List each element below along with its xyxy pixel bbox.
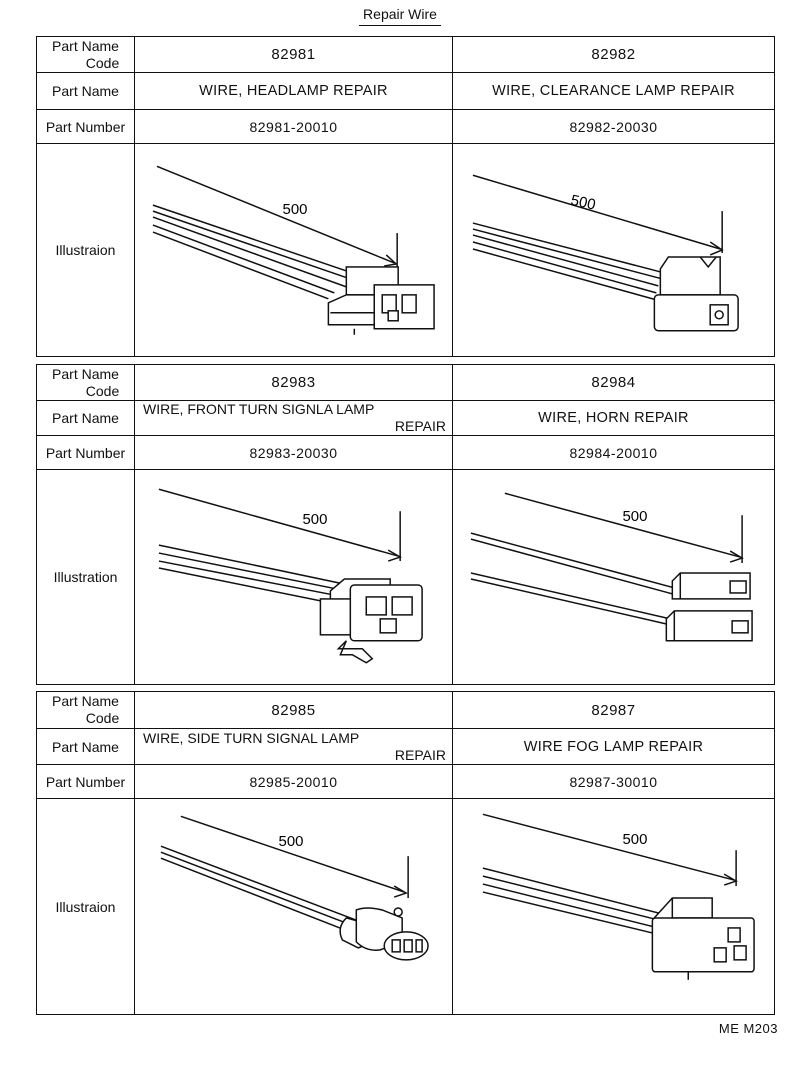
illustration-row: Illustration <box>37 470 774 684</box>
part-number: 82982-20030 <box>569 118 658 135</box>
wire-illustration: 500 <box>453 144 774 356</box>
part-code: 82982 <box>591 46 636 63</box>
part-name: WIRE FOG LAMP REPAIR <box>523 738 704 755</box>
part-code: 82983 <box>135 365 453 400</box>
wire-illustration: 500 <box>453 470 774 684</box>
svg-text:500: 500 <box>622 831 647 848</box>
part-number: 82985-20010 <box>135 765 453 798</box>
number-row: Part Number 82985-20010 82987-30010 <box>37 765 774 799</box>
part-number: 82984-20010 <box>569 444 658 461</box>
wire-illustration: 500 <box>135 470 453 684</box>
part-code: 82984 <box>591 374 636 391</box>
part-code: 82987 <box>591 701 636 719</box>
number-row: Part Number 82981-20010 82982-20030 <box>37 110 774 144</box>
part-name: WIRE, CLEARANCE LAMP REPAIR <box>492 83 735 99</box>
part-number: 82983-20030 <box>135 436 453 469</box>
illustration-row: Illustraion <box>37 144 774 356</box>
part-number: 82987-30010 <box>569 773 658 790</box>
svg-text:500: 500 <box>622 508 647 525</box>
part-name: WIRE, HEADLAMP REPAIR <box>135 73 453 109</box>
page-title: Repair Wire <box>0 6 800 26</box>
svg-text:500: 500 <box>569 191 597 213</box>
part-code: 82981 <box>135 37 453 72</box>
wire-illustration: 500 <box>135 799 453 1014</box>
svg-text:500: 500 <box>302 511 327 528</box>
part-code: 82985 <box>135 692 453 728</box>
name-row: Part Name WIRE, HEADLAMP REPAIR WIRE, CL… <box>37 73 774 110</box>
part-name: WIRE, HORN REPAIR <box>538 410 689 426</box>
document-code: ME M203 <box>718 1021 778 1036</box>
illustration-row: Illustraion 500 <box>37 799 774 1014</box>
wire-illustration: 500 <box>453 799 774 1014</box>
wire-illustration: 500 <box>135 144 453 356</box>
part-number: 82981-20010 <box>135 110 453 143</box>
svg-text:500: 500 <box>283 201 308 218</box>
number-row: Part Number 82983-20030 82984-20010 <box>37 436 774 470</box>
svg-text:500: 500 <box>279 833 304 850</box>
